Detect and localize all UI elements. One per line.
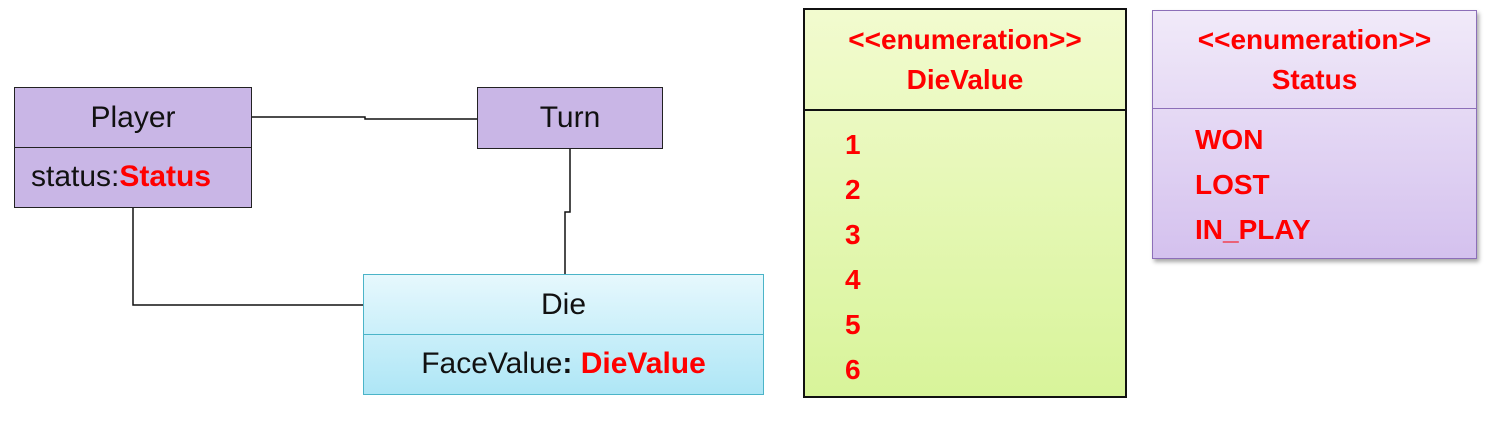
enum-literal: LOST (1195, 169, 1270, 200)
enum-literal: 2 (845, 174, 861, 205)
turn-class-name: Turn (539, 101, 601, 134)
dievalue-stereotype: <<enumeration>> (848, 23, 1082, 55)
enum-literal: 5 (845, 309, 861, 340)
player-class: Player status:Status (14, 87, 252, 208)
dievalue-enum-header: <<enumeration>> DieValue (805, 10, 1125, 111)
player-attr-type: Status (119, 160, 212, 193)
die-facevalue-attribute: FaceValue: DieValue (364, 335, 763, 393)
die-class-name: Die (364, 275, 763, 335)
dievalue-literals: 1 2 3 4 5 6 (805, 111, 1125, 392)
dievalue-enum: <<enumeration>> DieValue 1 2 3 4 5 6 (803, 8, 1127, 398)
die-class: Die FaceValue: DieValue (363, 274, 764, 395)
die-attr-label: FaceValue (421, 347, 563, 380)
status-literals: WON LOST IN_PLAY (1153, 109, 1476, 252)
status-enum: <<enumeration>> Status WON LOST IN_PLAY (1152, 10, 1477, 259)
status-enum-header: <<enumeration>> Status (1153, 11, 1476, 109)
enum-literal: 3 (845, 219, 861, 250)
turn-die-association (564, 149, 571, 274)
enum-literal: 6 (845, 354, 861, 385)
player-class-name: Player (15, 88, 251, 148)
die-attr-type: DieValue (580, 347, 706, 380)
die-attr-separator: : (562, 347, 581, 380)
enum-literal: 4 (845, 264, 861, 295)
enum-literal: WON (1195, 124, 1264, 155)
status-enum-name: Status (1271, 63, 1358, 95)
player-turn-association (252, 116, 477, 120)
status-stereotype: <<enumeration>> (1197, 23, 1432, 55)
player-status-attribute: status:Status (15, 148, 251, 206)
enum-literal: IN_PLAY (1195, 214, 1311, 245)
enum-literal: 1 (845, 129, 861, 160)
turn-class: Turn (477, 87, 663, 149)
player-attr-label: status: (31, 160, 120, 193)
dievalue-enum-name: DieValue (906, 63, 1024, 95)
player-die-association (132, 208, 363, 306)
